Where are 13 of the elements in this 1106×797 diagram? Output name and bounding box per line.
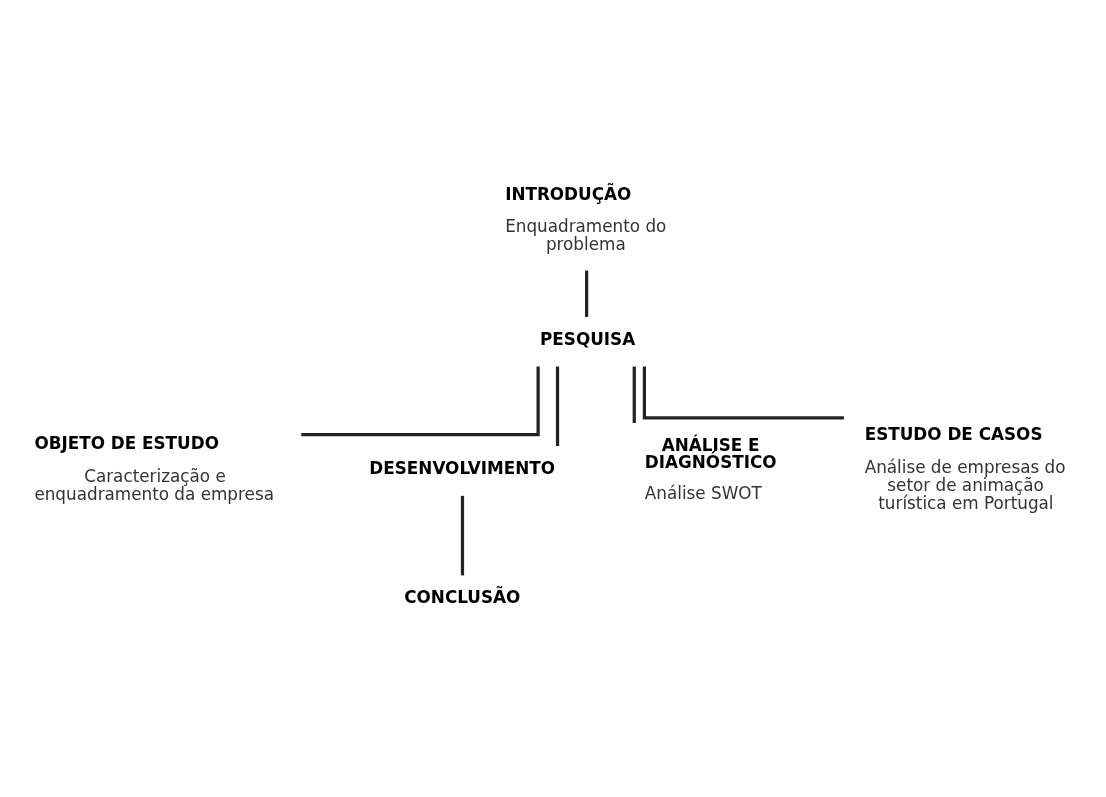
connector — [632, 366, 636, 423]
node-text: DESENVOLVIMENTO — [369, 458, 556, 479]
connector — [642, 366, 844, 420]
node-text: ESTUDO DE CASOS Análise de empresas do setor de animação turística em Portugal — [864, 424, 1066, 513]
connector — [555, 366, 560, 447]
connector — [301, 366, 540, 437]
connector — [585, 270, 589, 317]
node-text: OBJETO DE ESTUDO Caracterização e enquadramento da empresa — [34, 433, 274, 504]
node-text: PESQUISA — [540, 328, 636, 349]
node-text: ANÁLISE E DIAGNÓSTICO Análise SWOT — [644, 434, 777, 503]
connector — [460, 495, 465, 576]
node-text: INTRODUÇÃO Enquadramento do problema — [505, 183, 667, 255]
node-text: CONCLUSÃO — [404, 587, 521, 608]
